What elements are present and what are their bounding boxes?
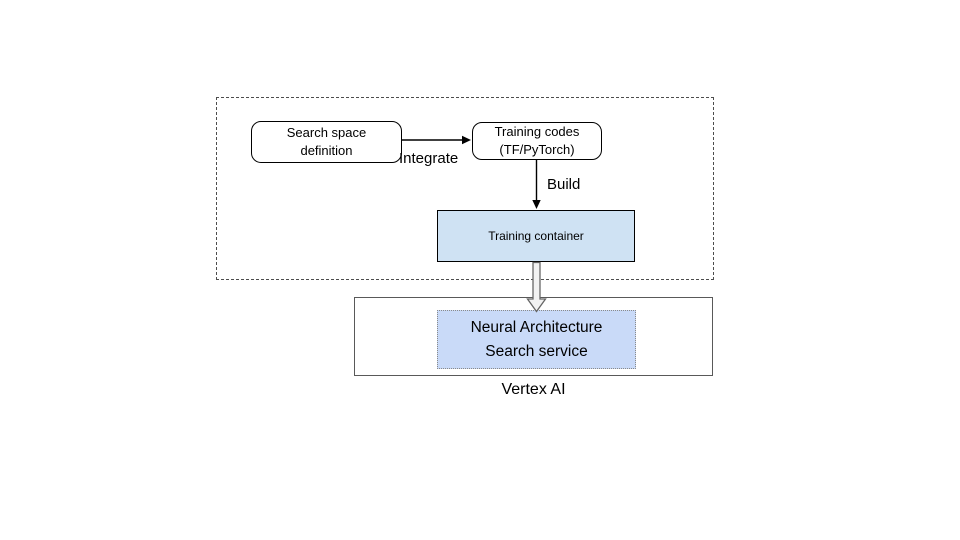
build-arrow-label: Build [547,176,581,193]
search-space-box: Search space definition [251,121,402,163]
training-container-box: Training container [437,210,635,262]
vertex-ai-caption: Vertex AI [501,381,566,398]
training-codes-box: Training codes (TF/PyTorch) [472,122,602,160]
integrate-arrow-label: Integrate [399,150,459,167]
dev-environment-group [216,97,714,280]
nas-service-box: Neural Architecture Search service [437,310,636,369]
